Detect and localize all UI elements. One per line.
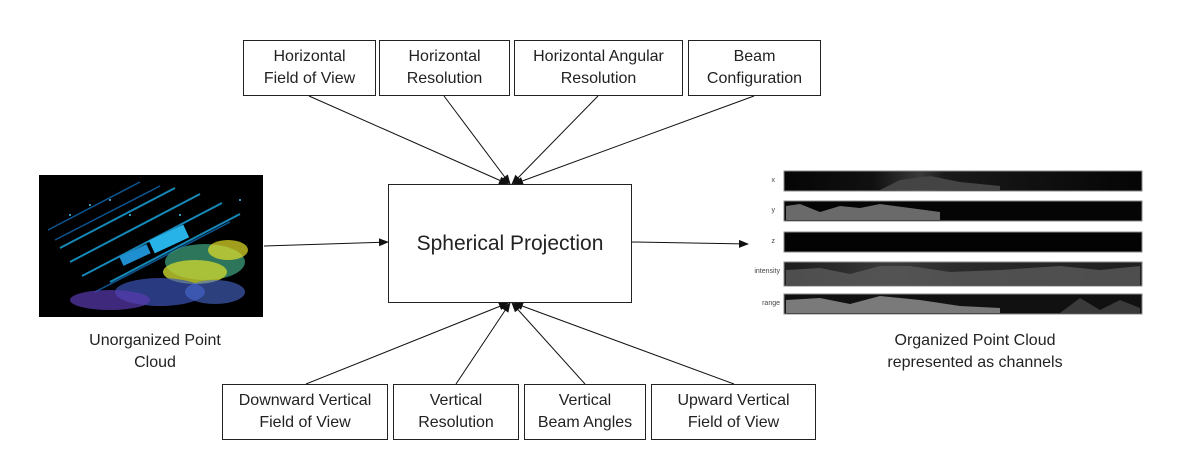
param-horizontal-fov-box: Horizontal Field of View [243, 40, 376, 96]
param-line: Downward Vertical [238, 392, 372, 409]
output-caption: Organized Point Cloud represented as cha… [860, 330, 1090, 374]
arrow-hres [443, 95, 511, 185]
channel-label-intensity: intensity [754, 268, 780, 275]
param-beam-configuration-box: Beam Configuration [688, 40, 821, 96]
param-line: Resolution [560, 70, 637, 87]
channel-label-y: y [771, 207, 776, 214]
param-line: Horizontal [273, 48, 346, 65]
param-line: Field of View [263, 70, 356, 87]
caption-line: Cloud [134, 354, 176, 371]
param-line: Horizontal [408, 48, 481, 65]
point-cloud-image [39, 175, 263, 317]
connector-arrows [263, 95, 755, 385]
arrow-hang [511, 95, 599, 185]
channel-label-x: x [771, 177, 776, 184]
caption-line: Organized Point Cloud [894, 332, 1056, 349]
arrow-vbeam [511, 302, 586, 385]
param-line: Vertical [558, 392, 612, 409]
arrow-vres [455, 302, 511, 385]
channel-label-range: range [762, 300, 780, 307]
param-line: Upward Vertical [677, 392, 790, 409]
param-line: Beam Angles [537, 414, 633, 431]
param-upward-vertical-fov-box: Upward Vertical Field of View [651, 384, 816, 440]
arrow-dvfov [305, 302, 509, 385]
arrow-input [263, 238, 389, 247]
caption-line: Unorganized Point [89, 332, 221, 349]
arrow-beam [513, 95, 755, 185]
arrow-hfov [308, 95, 509, 185]
param-downward-vertical-fov-box: Downward Vertical Field of View [222, 384, 388, 440]
channel-label-z: z [771, 238, 776, 245]
param-line: Resolution [418, 414, 494, 431]
param-vertical-resolution-box: Vertical Resolution [393, 384, 519, 440]
arrow-output [631, 239, 749, 248]
channel-strips [783, 170, 1143, 315]
spherical-projection-label: Spherical Projection [416, 231, 604, 255]
param-line: Resolution [406, 70, 483, 87]
param-horizontal-angular-resolution-box: Horizontal Angular Resolution [514, 40, 683, 96]
param-line: Field of View [259, 414, 351, 431]
arrow-uvfov [513, 302, 735, 385]
param-line: Vertical [429, 392, 483, 409]
param-line: Beam [733, 48, 776, 65]
spherical-projection-box: Spherical Projection [388, 184, 632, 303]
param-vertical-beam-angles-box: Vertical Beam Angles [524, 384, 646, 440]
param-horizontal-resolution-box: Horizontal Resolution [379, 40, 510, 96]
param-line: Field of View [687, 414, 780, 431]
input-caption: Unorganized Point Cloud [55, 330, 255, 374]
param-line: Horizontal Angular [533, 48, 664, 65]
param-line: Configuration [706, 70, 803, 87]
caption-line: represented as channels [887, 354, 1063, 371]
